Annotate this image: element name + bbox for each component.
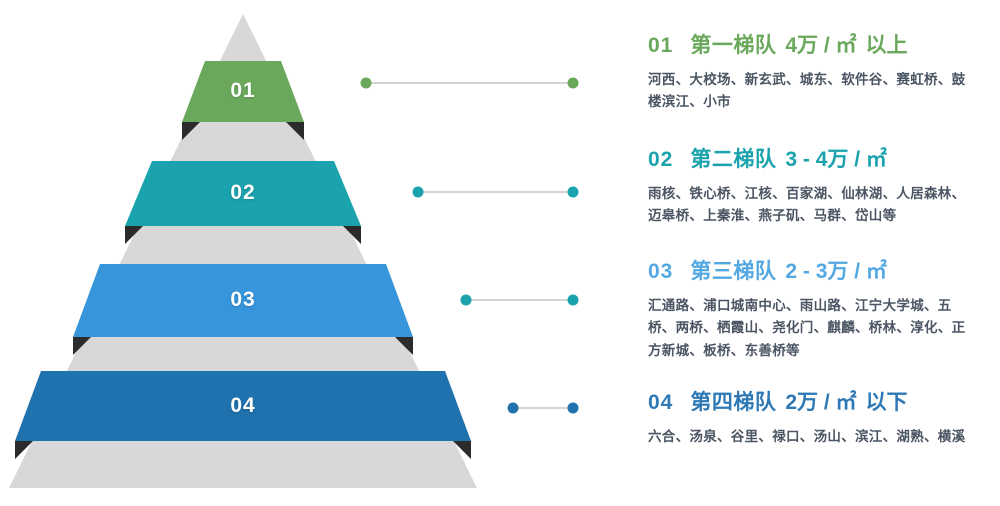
- tier-body-04: 六合、汤泉、谷里、禄口、汤山、滨江、湖熟、横溪: [648, 429, 966, 445]
- connector-dot-03-left: [460, 294, 472, 306]
- band-notch-02-left: [125, 226, 143, 244]
- band-notch-01-right: [286, 122, 304, 140]
- connector-dot-01-right: [567, 77, 579, 89]
- tier-index-02: 02: [648, 148, 674, 171]
- tier-title-02: 02 第二梯队 3 - 4万 / ㎡: [648, 147, 988, 172]
- pyramid-band-01[interactable]: [182, 61, 304, 122]
- tier-name-01: 第一梯队: [690, 34, 777, 57]
- connector-dot-02-left: [412, 186, 424, 198]
- tier-index-04: 04: [648, 391, 674, 414]
- pyramid-band-03[interactable]: [73, 264, 413, 337]
- pyramid-band-04[interactable]: [15, 371, 471, 441]
- tier-index-03: 03: [648, 260, 674, 283]
- band-notch-02-right: [343, 226, 361, 244]
- tier-name-04: 第四梯队: [690, 391, 777, 414]
- band-notch-04-right: [453, 441, 471, 459]
- tier-body-01: 河西、大校场、新玄武、城东、软件谷、赛虹桥、鼓楼滨江、小市: [648, 72, 966, 110]
- band-notch-01-left: [182, 122, 200, 140]
- tier-price-01: 4万 / ㎡: [785, 34, 857, 57]
- band-notch-03-right: [395, 337, 413, 355]
- connector-dot-01-left: [360, 77, 372, 89]
- pyramid-svg: [9, 14, 579, 488]
- tier-price-02: 3 - 4万 / ㎡: [785, 148, 887, 171]
- tier-info-03: 03 第三梯队 2 - 3万 / ㎡ 汇通路、浦口城南中心、雨山路、江宁大学城、五桥…: [648, 259, 988, 362]
- band-notch-03-left: [73, 337, 91, 355]
- tier-price-03: 2 - 3万 / ㎡: [785, 260, 887, 283]
- pyramid-band-02[interactable]: [125, 161, 361, 226]
- pyramid-base-shape: [9, 14, 477, 488]
- tier-index-01: 01: [648, 34, 674, 57]
- tier-info-02: 02 第二梯队 3 - 4万 / ㎡ 雨核、铁心桥、江核、百家湖、仙林湖、人居森林、…: [648, 147, 988, 228]
- connector-dot-03-right: [567, 294, 579, 306]
- band-notch-04-left: [15, 441, 33, 459]
- tier-price-04: 2万 / ㎡: [785, 391, 857, 414]
- pyramid-chart: 01 02 03 04: [9, 14, 579, 488]
- connector-dot-04-left: [507, 402, 519, 414]
- tier-title-03: 03 第三梯队 2 - 3万 / ㎡: [648, 259, 988, 284]
- tier-body-03: 汇通路、浦口城南中心、雨山路、江宁大学城、五桥、两桥、栖霞山、尧化门、麒麟、桥林…: [648, 298, 966, 358]
- tier-price-suffix-01: 以上: [865, 34, 908, 57]
- connector-dot-02-right: [567, 186, 579, 198]
- tier-body-02: 雨核、铁心桥、江核、百家湖、仙林湖、人居森林、迈皋桥、上秦淮、燕子矶、马群、岱山…: [648, 186, 966, 224]
- connector-dot-04-right: [567, 402, 579, 414]
- tier-name-02: 第二梯队: [690, 148, 777, 171]
- tier-price-suffix-04: 以下: [865, 391, 908, 414]
- tier-name-03: 第三梯队: [690, 260, 777, 283]
